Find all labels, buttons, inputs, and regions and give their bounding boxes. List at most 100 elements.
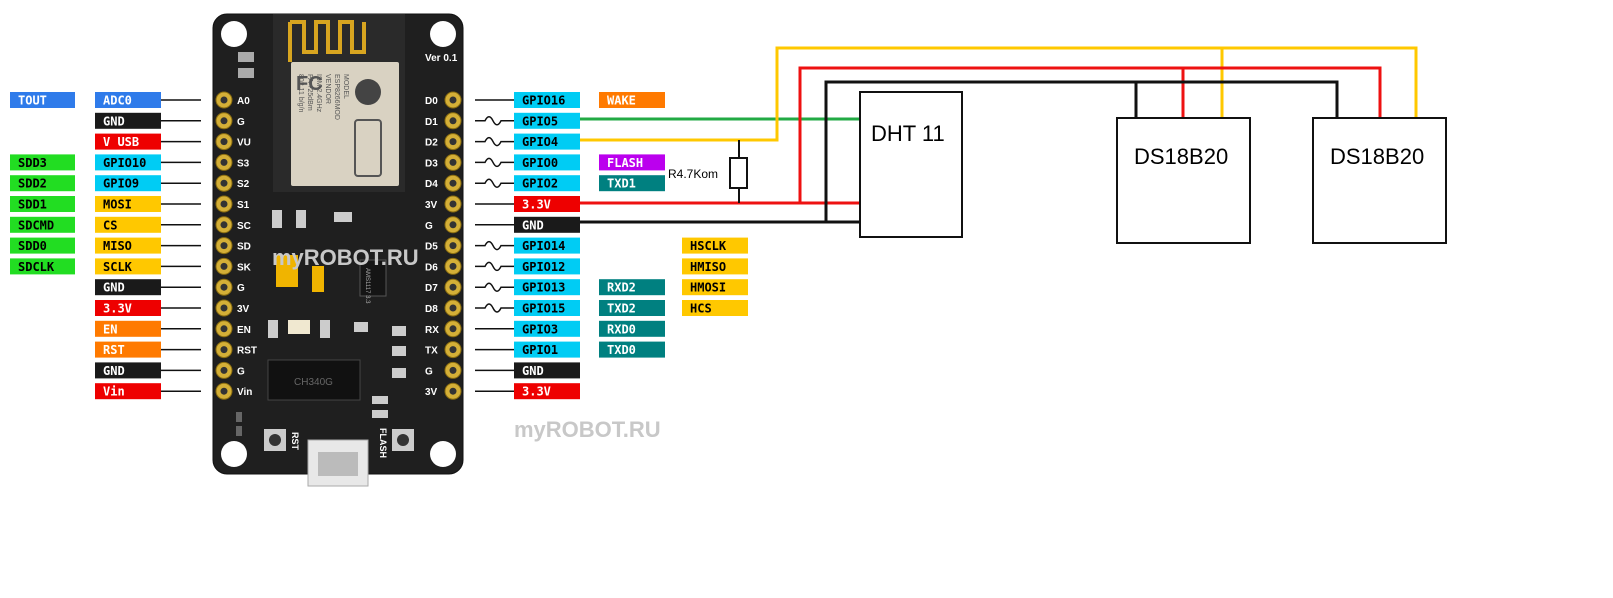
pin-tag-alt-bg — [10, 196, 75, 212]
pin-tag-bg — [514, 133, 580, 150]
pin-tag-bg — [95, 133, 161, 150]
pin-tag: GPIO14 — [514, 237, 580, 254]
pin-tag: GND — [95, 112, 161, 129]
svg-text:CH340G: CH340G — [294, 377, 333, 388]
sensor-label: DHT 11 — [871, 121, 945, 146]
sensor-ds18b20: DS18B20 — [1116, 117, 1251, 244]
pin-hole — [449, 325, 457, 333]
pin-tag-alt-bg — [599, 154, 665, 171]
pin-label: D8 — [425, 304, 438, 315]
pin-label: 3V — [237, 304, 250, 315]
pin-tag-alt: FLASH — [599, 154, 665, 171]
mount-hole — [221, 441, 247, 467]
pin-tag: RST — [95, 341, 161, 358]
pin-tag-label: GPIO3 — [522, 322, 558, 336]
pin-tag: GND — [514, 362, 580, 379]
pin-label: D7 — [425, 283, 438, 294]
pin-label: 3V — [425, 200, 438, 211]
pwm-leader — [475, 303, 514, 313]
pin-label: TX — [425, 346, 438, 357]
pin-tag: GPIO16 — [514, 92, 580, 108]
pin-tag-alt-label: TXD0 — [607, 343, 636, 357]
module-text-line: ESP8266MOD — [333, 74, 340, 120]
regulator — [359, 259, 387, 297]
pin-tag-alt-bg — [10, 258, 75, 275]
pin-label: D0 — [425, 96, 438, 107]
pin-tag-bg — [95, 175, 161, 192]
pin-tag-alt: SDD2 — [10, 175, 75, 192]
pin-hole — [449, 117, 457, 125]
mount-hole — [430, 441, 456, 467]
pin-tag-alt-label: FLASH — [607, 156, 643, 170]
pin-hole — [220, 158, 228, 166]
pin-tag-alt-label: TXD2 — [607, 302, 636, 316]
pin-tag-alt2-bg — [682, 300, 748, 316]
pin-hole — [220, 325, 228, 333]
pin-tag-bg — [95, 320, 161, 337]
pin-hole — [449, 242, 457, 250]
usb-chip — [267, 359, 361, 401]
pin-tag: GPIO4 — [514, 133, 580, 150]
pin-label: S3 — [237, 158, 250, 169]
pin-tag: SCLK — [95, 258, 161, 275]
pin-tag-label: GPIO0 — [522, 156, 558, 170]
pin-tag-label: ADC0 — [103, 94, 132, 108]
pin-tag-label: GND — [522, 218, 544, 232]
pin-hole — [449, 346, 457, 354]
pin-tag-alt2-label: HMISO — [690, 260, 726, 274]
pin-tag: V USB — [95, 133, 161, 150]
pin-tag-bg — [514, 216, 580, 233]
pin-tag-alt: SDCLK — [10, 258, 75, 275]
pin-label: 3V — [425, 387, 438, 398]
svg-text:FLASH: FLASH — [378, 428, 388, 458]
pullup-resistor — [729, 157, 748, 189]
pin-tag-alt-label: WAKE — [607, 94, 636, 108]
pin-tag-bg — [514, 258, 580, 275]
wire-data-yellow — [580, 46, 1418, 142]
module-text-line: VENDOR — [324, 74, 331, 104]
pin-tag-bg — [514, 112, 580, 129]
pin-tag: CS — [95, 216, 161, 233]
pin-tag-alt-label: SDD0 — [18, 239, 47, 253]
pin-tag-label: 3.3V — [522, 385, 551, 399]
pin-tag-alt2-bg — [682, 279, 748, 296]
pin-tag-alt2: HCS — [682, 300, 748, 316]
pin-label: D6 — [425, 262, 438, 273]
pin-label: G — [237, 117, 245, 128]
pin-tag-bg — [95, 341, 161, 358]
mount-hole — [221, 21, 247, 47]
pin-hole — [220, 283, 228, 291]
pin-tag-bg — [514, 320, 580, 337]
pin-tag-alt-label: RXD0 — [607, 322, 636, 336]
pin-hole — [220, 346, 228, 354]
pin-tag-alt2-bg — [682, 237, 748, 254]
pwm-leader — [475, 240, 514, 251]
pin-tag-alt: SDD1 — [10, 196, 75, 212]
resistor-label: R4.7Kom — [668, 167, 718, 181]
pin-tag-alt-label: SDCMD — [18, 218, 54, 232]
pin-label: SC — [237, 221, 251, 232]
board-version: Ver 0.1 — [425, 53, 458, 64]
pwm-leader — [475, 157, 514, 168]
pin-hole — [449, 262, 457, 270]
pin-tag-alt-bg — [599, 175, 665, 192]
sensor-ds18b20: DS18B20 — [1312, 117, 1447, 244]
pin-tag: GPIO13 — [514, 279, 580, 296]
pin-tag: GPIO9 — [95, 175, 161, 192]
pin-tag-bg — [95, 154, 161, 171]
pin-tag-bg — [514, 175, 580, 192]
pin-tag-label: GND — [103, 281, 125, 295]
pin-tag-alt-label: TOUT — [18, 94, 47, 108]
pin-hole — [220, 96, 228, 104]
pin-tag-alt2-label: HMOSI — [690, 281, 726, 295]
pin-hole — [449, 200, 457, 208]
sensor-label: DS18B20 — [1134, 144, 1228, 169]
pin-tag: 3.3V — [95, 300, 161, 316]
pin-tag-alt-label: SDCLK — [18, 260, 55, 274]
pin-hole — [449, 179, 457, 187]
pin-label: G — [237, 366, 245, 377]
pin-hole — [220, 221, 228, 229]
wire-ground-black — [824, 80, 1339, 222]
